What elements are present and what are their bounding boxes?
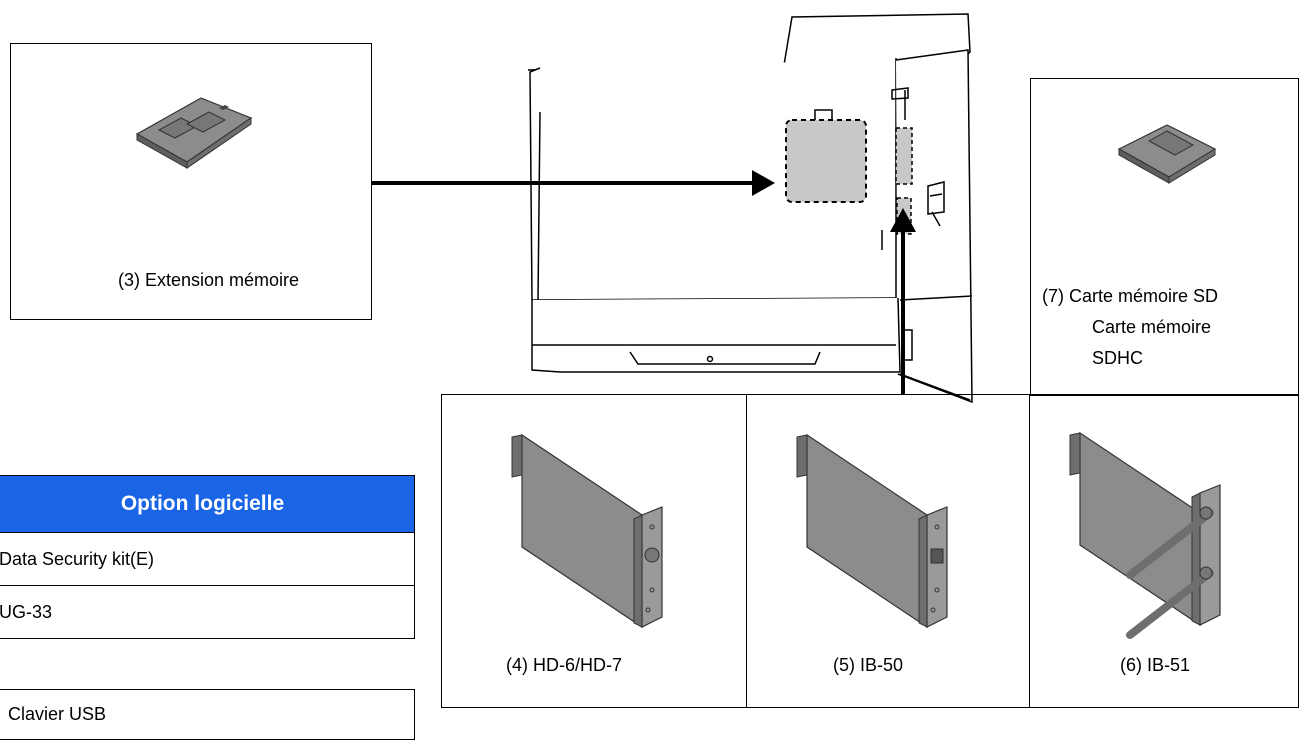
ib50-option-cell: (5) IB-50 — [746, 394, 1030, 708]
ib50-label: (5) IB-50 — [833, 655, 904, 675]
arrow-interface-to-slot — [890, 208, 916, 395]
sd-label-line2: Carte mémoire — [1092, 317, 1212, 337]
network-card-icon — [796, 433, 948, 629]
software-option-row: UG-33 — [0, 586, 415, 639]
sd-label-line3: SDHC — [1092, 348, 1144, 368]
ib51-label: (6) IB-51 — [1120, 655, 1191, 675]
hdd-card-icon — [511, 433, 663, 629]
memory-label: (3) Extension mémoire — [118, 270, 300, 290]
wireless-card-icon — [1069, 431, 1221, 639]
arrow-memory-to-slot — [372, 170, 775, 196]
ib51-option-cell: (6) IB-51 — [1029, 394, 1299, 708]
sd-label-line1: (7) Carte mémoire SD — [1042, 286, 1219, 306]
memory-module-icon — [135, 97, 253, 169]
software-option-row: Data Security kit(E) — [0, 533, 415, 586]
usb-keyboard-box: Clavier USB — [0, 689, 415, 740]
sd-card-icon — [1117, 124, 1217, 184]
printer-illustration — [527, 13, 973, 404]
hdd-option-cell: (4) HD-6/HD-7 — [441, 394, 747, 708]
software-option-header: Option logicielle — [0, 475, 415, 533]
sd-option-box: (7) Carte mémoire SD Carte mémoire SDHC — [1030, 78, 1299, 396]
hdd-label: (4) HD-6/HD-7 — [506, 655, 623, 675]
memory-option-box: (3) Extension mémoire — [10, 43, 372, 320]
